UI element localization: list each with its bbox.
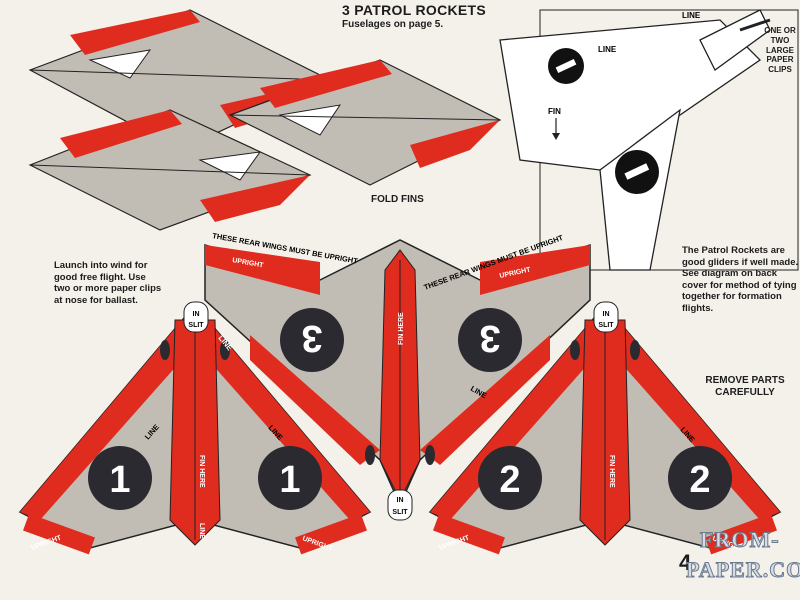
in-slit-in-1: IN [193, 311, 200, 318]
assembly-diagram [499, 9, 799, 271]
fin-here-mark-3: FIN HERE [608, 455, 615, 488]
watermark-line-2: PAPER.COM [686, 557, 800, 583]
plane-3-number-left: 3 [301, 317, 322, 359]
fuselage-strip-2 [228, 59, 502, 186]
watermark-line-1: FROM- [700, 527, 780, 553]
plane-2-number-left: 2 [499, 459, 520, 501]
plane-3-number-right: 3 [479, 317, 500, 359]
plane-2-number-right: 2 [689, 459, 710, 501]
fuselage-strip-3 [28, 109, 312, 231]
plane-1-cutout [19, 304, 371, 556]
diagram-line-label-1: LINE [598, 45, 617, 54]
patrol-rockets-note: The Patrol Rockets are good gliders if w… [682, 245, 799, 314]
page-title: 3 PATROL ROCKETS [342, 2, 487, 18]
in-slit-in-2: IN [397, 497, 404, 504]
fold-fins-label: FOLD FINS [371, 194, 424, 205]
in-slit-slit-2: SLIT [392, 509, 408, 516]
remove-parts-note: REMOVE PARTS CAREFULLY [705, 375, 785, 399]
plane-1-number-right: 1 [279, 459, 300, 501]
in-slit-in-3: IN [603, 311, 610, 318]
plane-2-cutout [429, 304, 781, 556]
line-mark-6: LINE [198, 523, 205, 539]
plane-1-number-left: 1 [109, 459, 130, 501]
in-slit-slit-3: SLIT [598, 322, 614, 329]
diagram-fin-label: FIN [548, 107, 561, 116]
fin-here-mark-2: FIN HERE [398, 312, 405, 345]
in-slit-slit-1: SLIT [188, 322, 204, 329]
page-subtitle: Fuselages on page 5. [342, 19, 444, 30]
launch-instructions: Launch into wind for good free flight. U… [54, 260, 162, 306]
fin-here-mark-1: FIN HERE [198, 455, 205, 488]
plane-3-cutout [204, 239, 591, 507]
paper-clips-note: ONE OR TWO LARGE PAPER CLIPS [764, 26, 796, 74]
page-number: 4 [679, 550, 692, 575]
diagram-line-label-2: LINE [682, 11, 701, 20]
